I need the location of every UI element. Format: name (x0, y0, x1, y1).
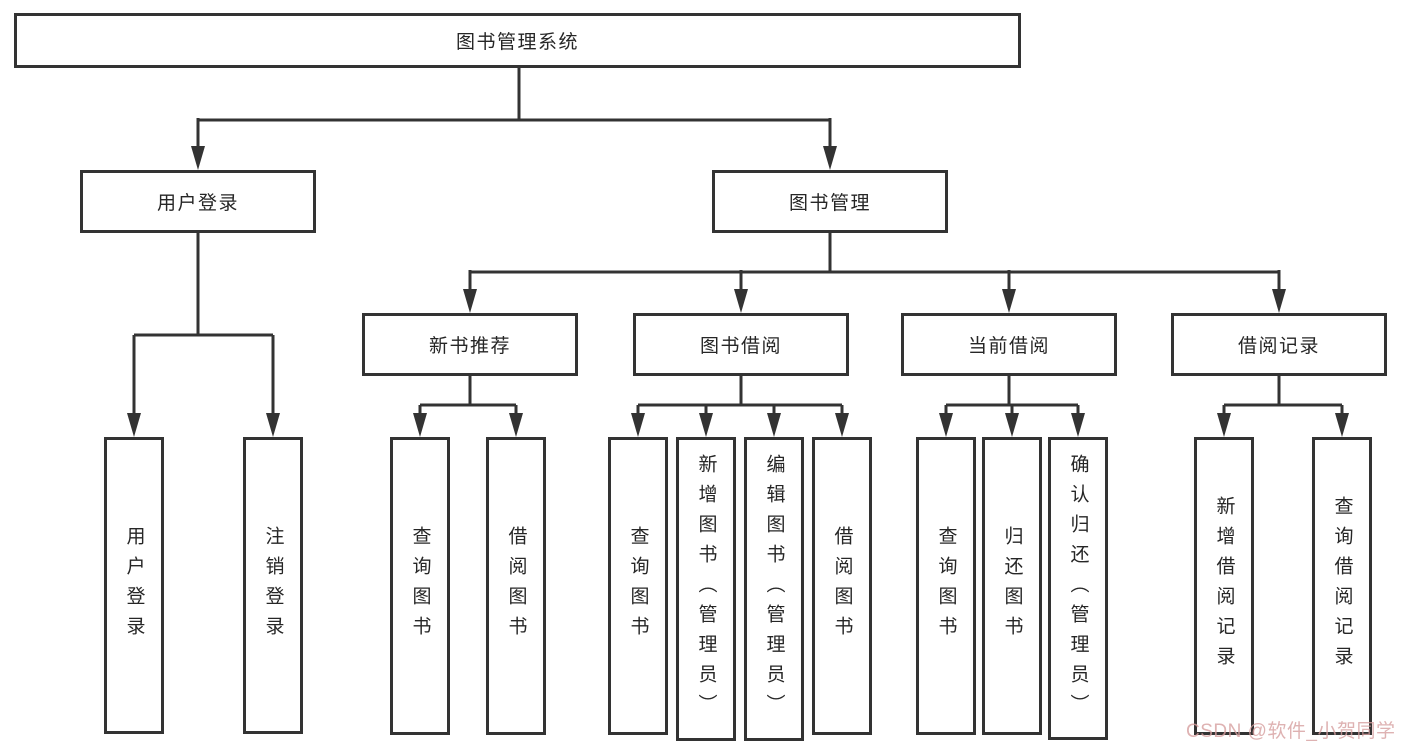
node-borrow-books-label: 借阅图书 (831, 526, 853, 646)
node-borrow-records: 借阅记录 (1171, 313, 1387, 376)
node-user-login-module: 用户登录 (80, 170, 316, 233)
node-borrow-books: 借阅图书 (812, 437, 872, 735)
node-logout-label: 注销登录 (262, 525, 284, 646)
arrow-down-icon (191, 146, 205, 170)
node-login-label: 用户登录 (123, 525, 145, 646)
node-current-query-books-label: 查询图书 (935, 526, 957, 646)
arrow-down-icon (127, 413, 141, 437)
node-add-books-admin: 新增图书（管理员） (676, 437, 736, 741)
node-add-borrow-record: 新增借阅记录 (1194, 437, 1254, 735)
node-current-query-books: 查询图书 (916, 437, 976, 735)
arrow-down-icon (767, 413, 781, 437)
arrow-down-icon (939, 413, 953, 437)
node-book-management-module-label: 图书管理 (788, 193, 871, 214)
arrow-down-icon (734, 289, 748, 313)
arrow-down-icon (835, 413, 849, 437)
arrow-down-icon (1005, 413, 1019, 437)
node-confirm-return-admin: 确认归还（管理员） (1048, 437, 1108, 740)
arrow-down-icon (1002, 289, 1016, 313)
arrow-down-icon (413, 413, 427, 437)
node-book-management-module: 图书管理 (712, 170, 948, 233)
node-recommend-query-books-label: 查询图书 (409, 526, 431, 646)
arrow-down-icon (631, 413, 645, 437)
node-library-management-system: 图书管理系统 (14, 13, 1021, 68)
arrow-down-icon (1071, 413, 1085, 437)
node-recommend-borrow-books-label: 借阅图书 (505, 526, 527, 646)
node-book-borrow: 图书借阅 (633, 313, 849, 376)
arrow-down-icon (463, 289, 477, 313)
node-edit-books-admin-label: 编辑图书（管理员） (763, 454, 785, 724)
watermark: CSDN @软件_小贺同学 (1186, 721, 1396, 742)
node-login: 用户登录 (104, 437, 164, 734)
node-add-books-admin-label: 新增图书（管理员） (695, 454, 717, 724)
node-confirm-return-admin-label: 确认归还（管理员） (1067, 453, 1089, 724)
node-edit-books-admin: 编辑图书（管理员） (744, 437, 804, 741)
arrow-down-icon (699, 413, 713, 437)
arrow-down-icon (1335, 413, 1349, 437)
node-current-borrow-label: 当前借阅 (967, 336, 1050, 357)
arrow-down-icon (1272, 289, 1286, 313)
node-library-management-system-label: 图书管理系统 (455, 32, 579, 53)
node-borrow-records-label: 借阅记录 (1237, 336, 1320, 357)
node-current-borrow: 当前借阅 (901, 313, 1117, 376)
node-new-book-recommend: 新书推荐 (362, 313, 578, 376)
node-return-books: 归还图书 (982, 437, 1042, 735)
node-add-borrow-record-label: 新增借阅记录 (1213, 496, 1235, 676)
node-borrow-query-books-label: 查询图书 (627, 526, 649, 646)
node-query-borrow-record-label: 查询借阅记录 (1331, 496, 1353, 676)
arrow-down-icon (266, 413, 280, 437)
node-user-login-module-label: 用户登录 (156, 193, 239, 214)
arrow-down-icon (823, 146, 837, 170)
arrow-down-icon (509, 413, 523, 437)
node-new-book-recommend-label: 新书推荐 (428, 336, 511, 357)
node-book-borrow-label: 图书借阅 (699, 336, 782, 357)
arrow-down-icon (1217, 413, 1231, 437)
node-logout: 注销登录 (243, 437, 303, 734)
node-borrow-query-books: 查询图书 (608, 437, 668, 735)
node-recommend-borrow-books: 借阅图书 (486, 437, 546, 735)
node-recommend-query-books: 查询图书 (390, 437, 450, 735)
node-return-books-label: 归还图书 (1001, 526, 1023, 646)
node-query-borrow-record: 查询借阅记录 (1312, 437, 1372, 735)
